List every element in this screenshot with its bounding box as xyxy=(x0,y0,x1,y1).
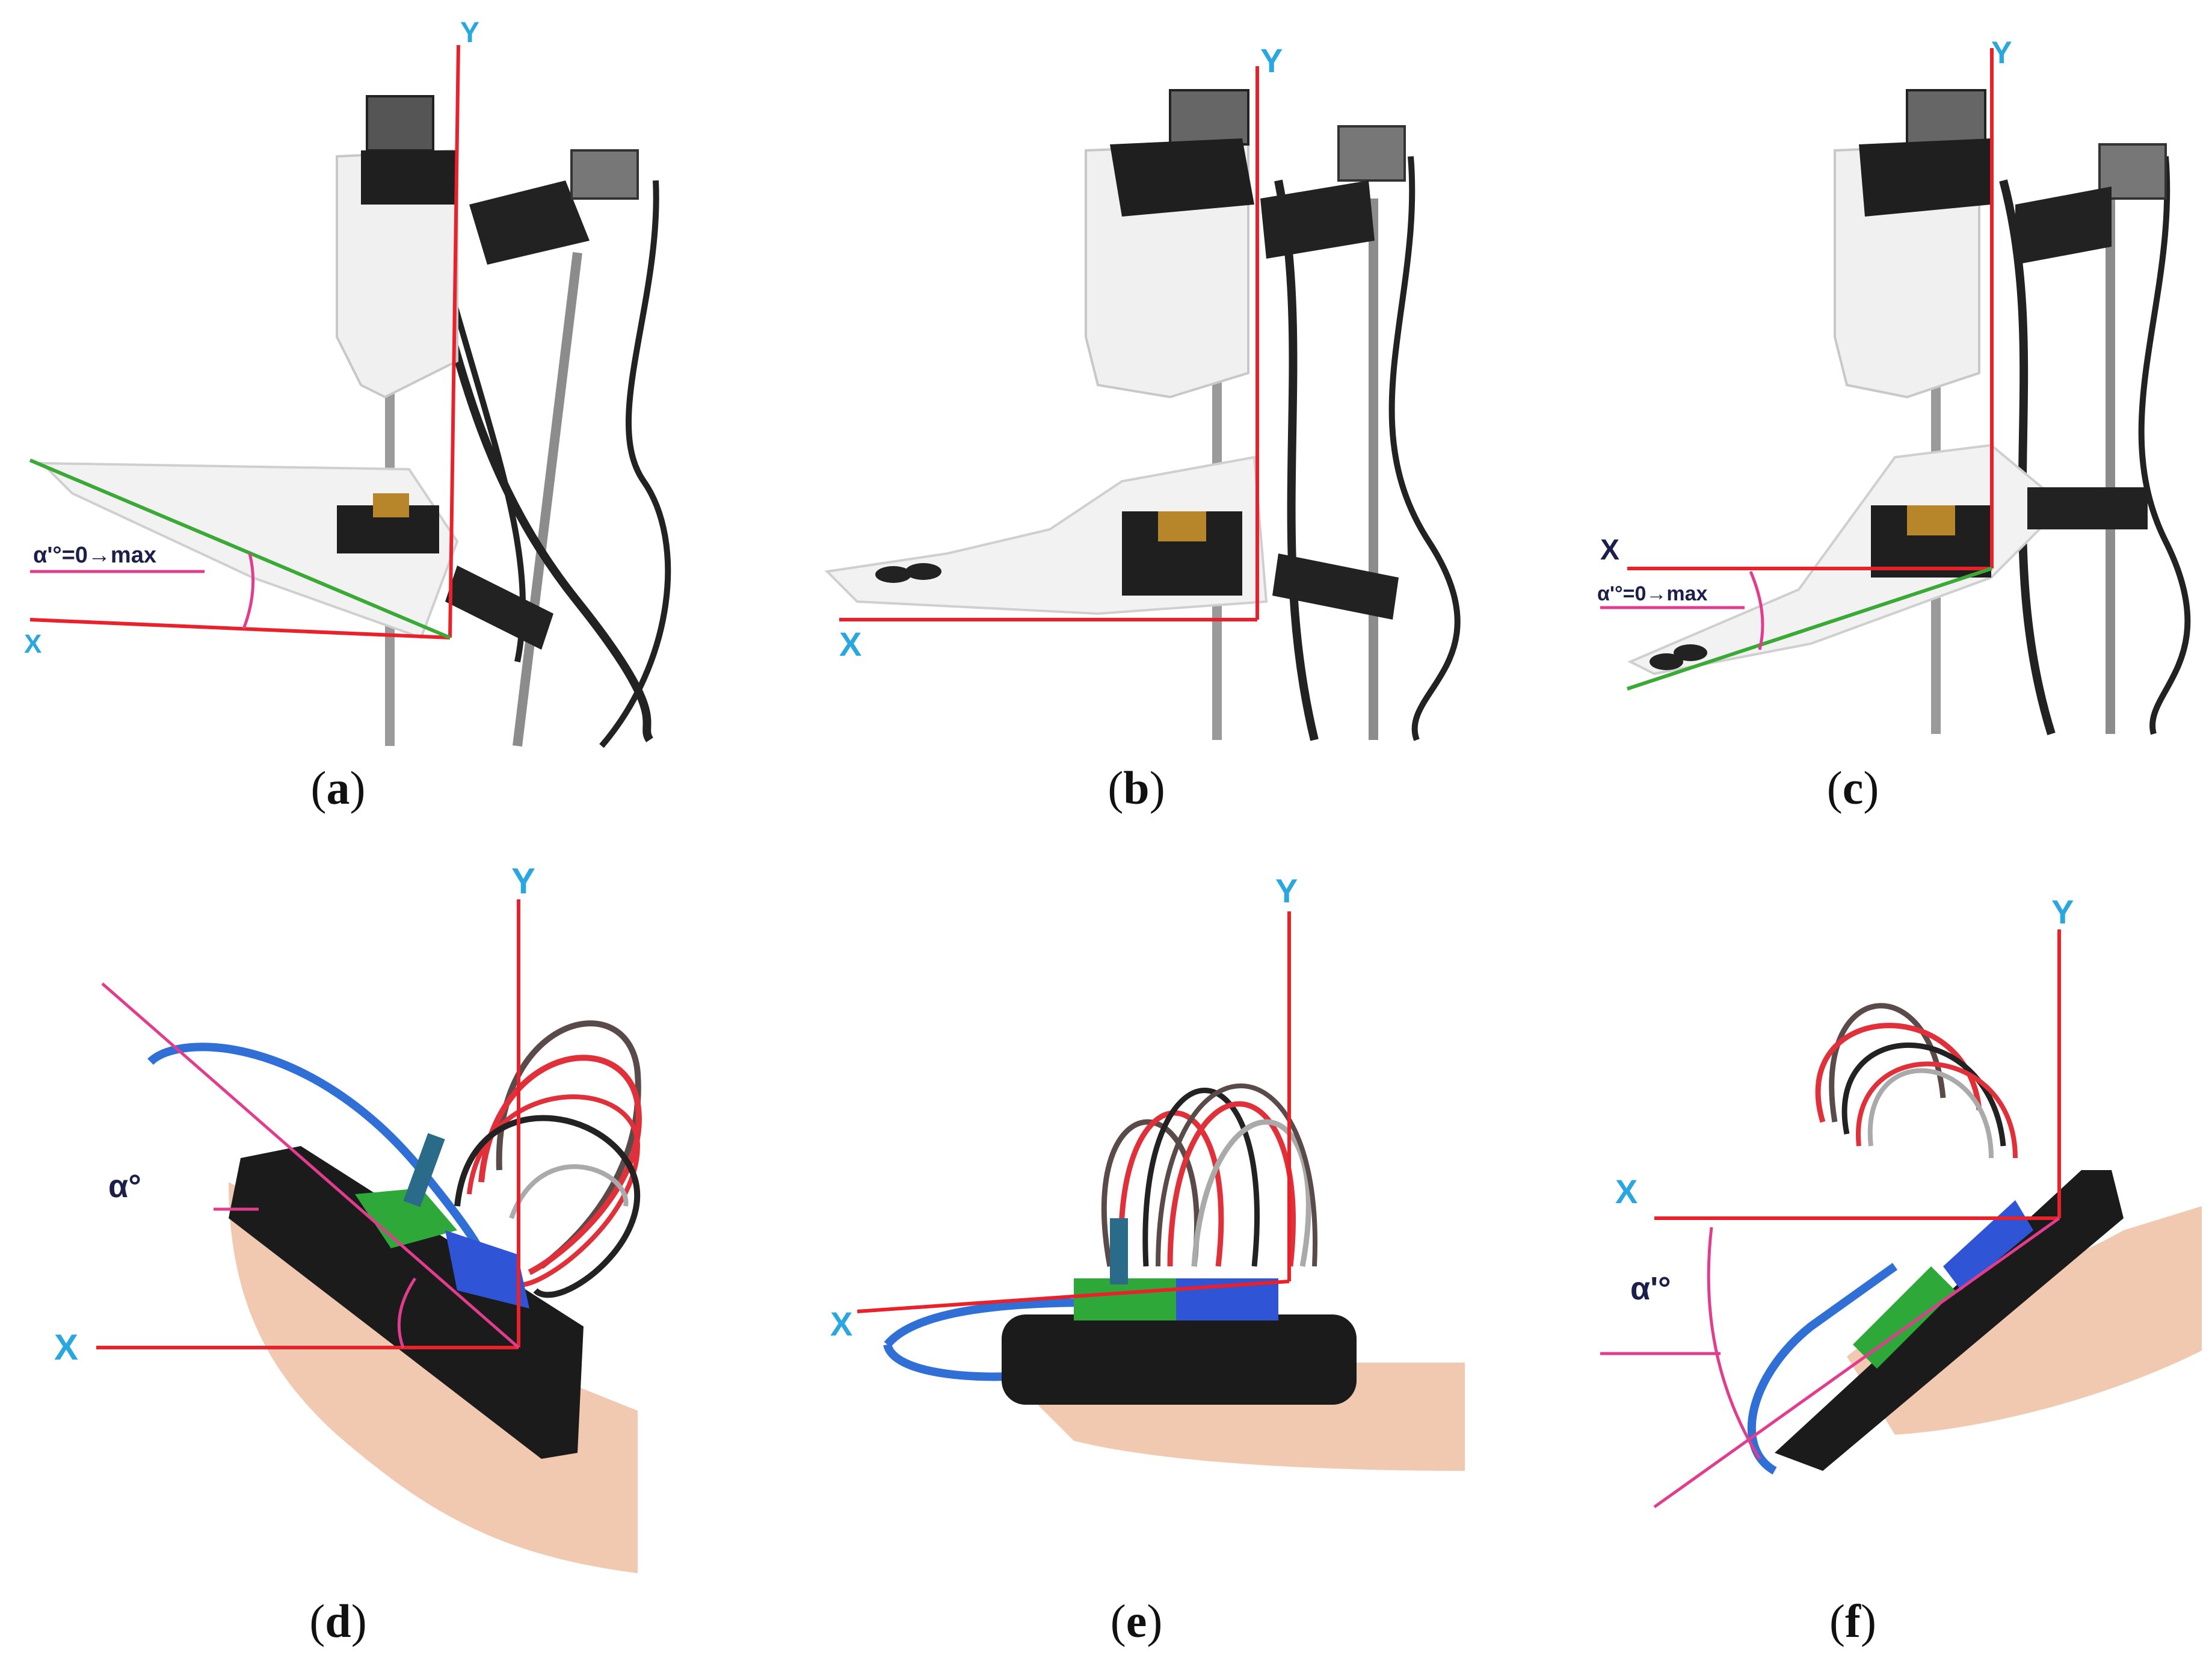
panel-b-photo: Y X xyxy=(824,42,1461,741)
panel-e-y-label: Y xyxy=(1275,872,1298,910)
panel-b: Y X (b) xyxy=(737,0,1474,833)
panel-c-y-label: Y xyxy=(1991,35,2012,70)
panel-c-caption: (c) xyxy=(1826,762,1879,814)
panel-a-y-label: Y xyxy=(460,17,479,49)
panel-e-photo: Y X xyxy=(830,872,1465,1471)
panel-f: Y X α'° (f) xyxy=(1474,833,2211,1666)
panel-d-caption: (d) xyxy=(309,1595,367,1647)
panel-f-x-label: X xyxy=(1615,1172,1637,1210)
panel-d-angle-label: α° xyxy=(108,1168,141,1204)
panel-f-y-label: Y xyxy=(2051,893,2074,931)
panel-a-angle-label: α'°=0→max xyxy=(33,543,156,568)
panel-d-x-label: X xyxy=(54,1327,78,1367)
panel-a-photo: Y X α'°=0→max xyxy=(24,17,671,748)
panel-b-x-label: X xyxy=(839,625,861,663)
panel-f-angle-label: α'° xyxy=(1630,1271,1671,1307)
panel-f-photo: Y X α'° xyxy=(1600,893,2202,1509)
panel-d-y-label: Y xyxy=(511,861,535,901)
panel-d: Y X α° (d) xyxy=(0,833,737,1666)
panel-a-caption: (a) xyxy=(310,762,366,814)
panel-c-angle-label: α'°=0→max xyxy=(1597,582,1707,605)
panel-d-photo: Y X α° xyxy=(54,861,642,1573)
panel-b-caption: (b) xyxy=(1108,762,1165,814)
panel-c: Y X α'°=0→max (c) xyxy=(1474,0,2211,833)
panel-e-caption: (e) xyxy=(1110,1595,1163,1647)
panel-a-x-label: X xyxy=(24,629,42,659)
panel-a: Y X α'°=0→max (a) xyxy=(0,0,737,833)
panel-e: Y X (e) xyxy=(737,833,1474,1666)
panel-b-y-label: Y xyxy=(1260,42,1283,79)
panel-f-caption: (f) xyxy=(1829,1595,1876,1647)
panel-c-photo: Y X α'°=0→max xyxy=(1597,35,2191,736)
panel-c-x-label: X xyxy=(1600,534,1619,566)
panel-e-x-label: X xyxy=(830,1305,852,1343)
